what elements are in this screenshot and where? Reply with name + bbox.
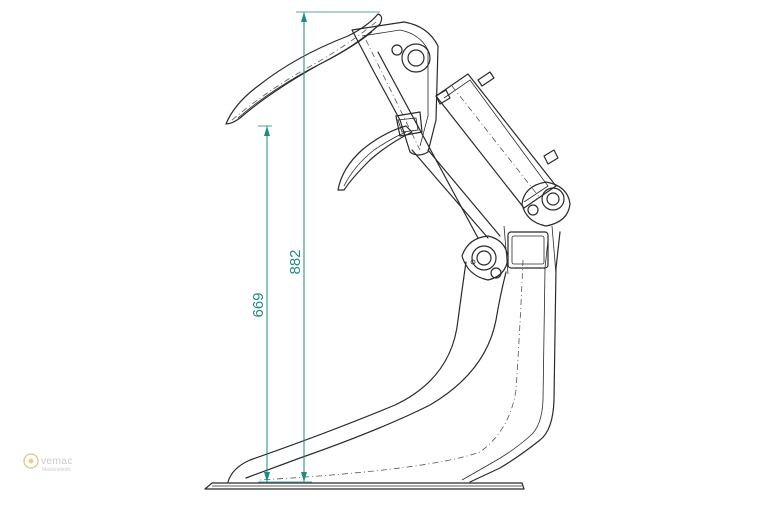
dimension-label-669: 669 — [250, 292, 267, 317]
bucket-base — [204, 225, 561, 490]
upper-tine — [225, 13, 383, 125]
watermark-tagline: Maskinteknik — [42, 467, 71, 473]
arm-links — [351, 21, 501, 239]
hydraulic-cylinder — [435, 71, 559, 209]
cylinder-pivot — [521, 181, 571, 227]
logo-circle-icon — [23, 453, 39, 469]
middle-tine — [337, 125, 413, 191]
lower-pivot — [461, 235, 509, 281]
watermark-logo: vemac Maskinteknik — [23, 453, 73, 473]
upper-pivot — [391, 43, 431, 73]
dimension-annotations: 882 669 — [250, 11, 380, 483]
dimension-label-882: 882 — [287, 249, 304, 274]
watermark-brand: vemac — [41, 456, 73, 467]
